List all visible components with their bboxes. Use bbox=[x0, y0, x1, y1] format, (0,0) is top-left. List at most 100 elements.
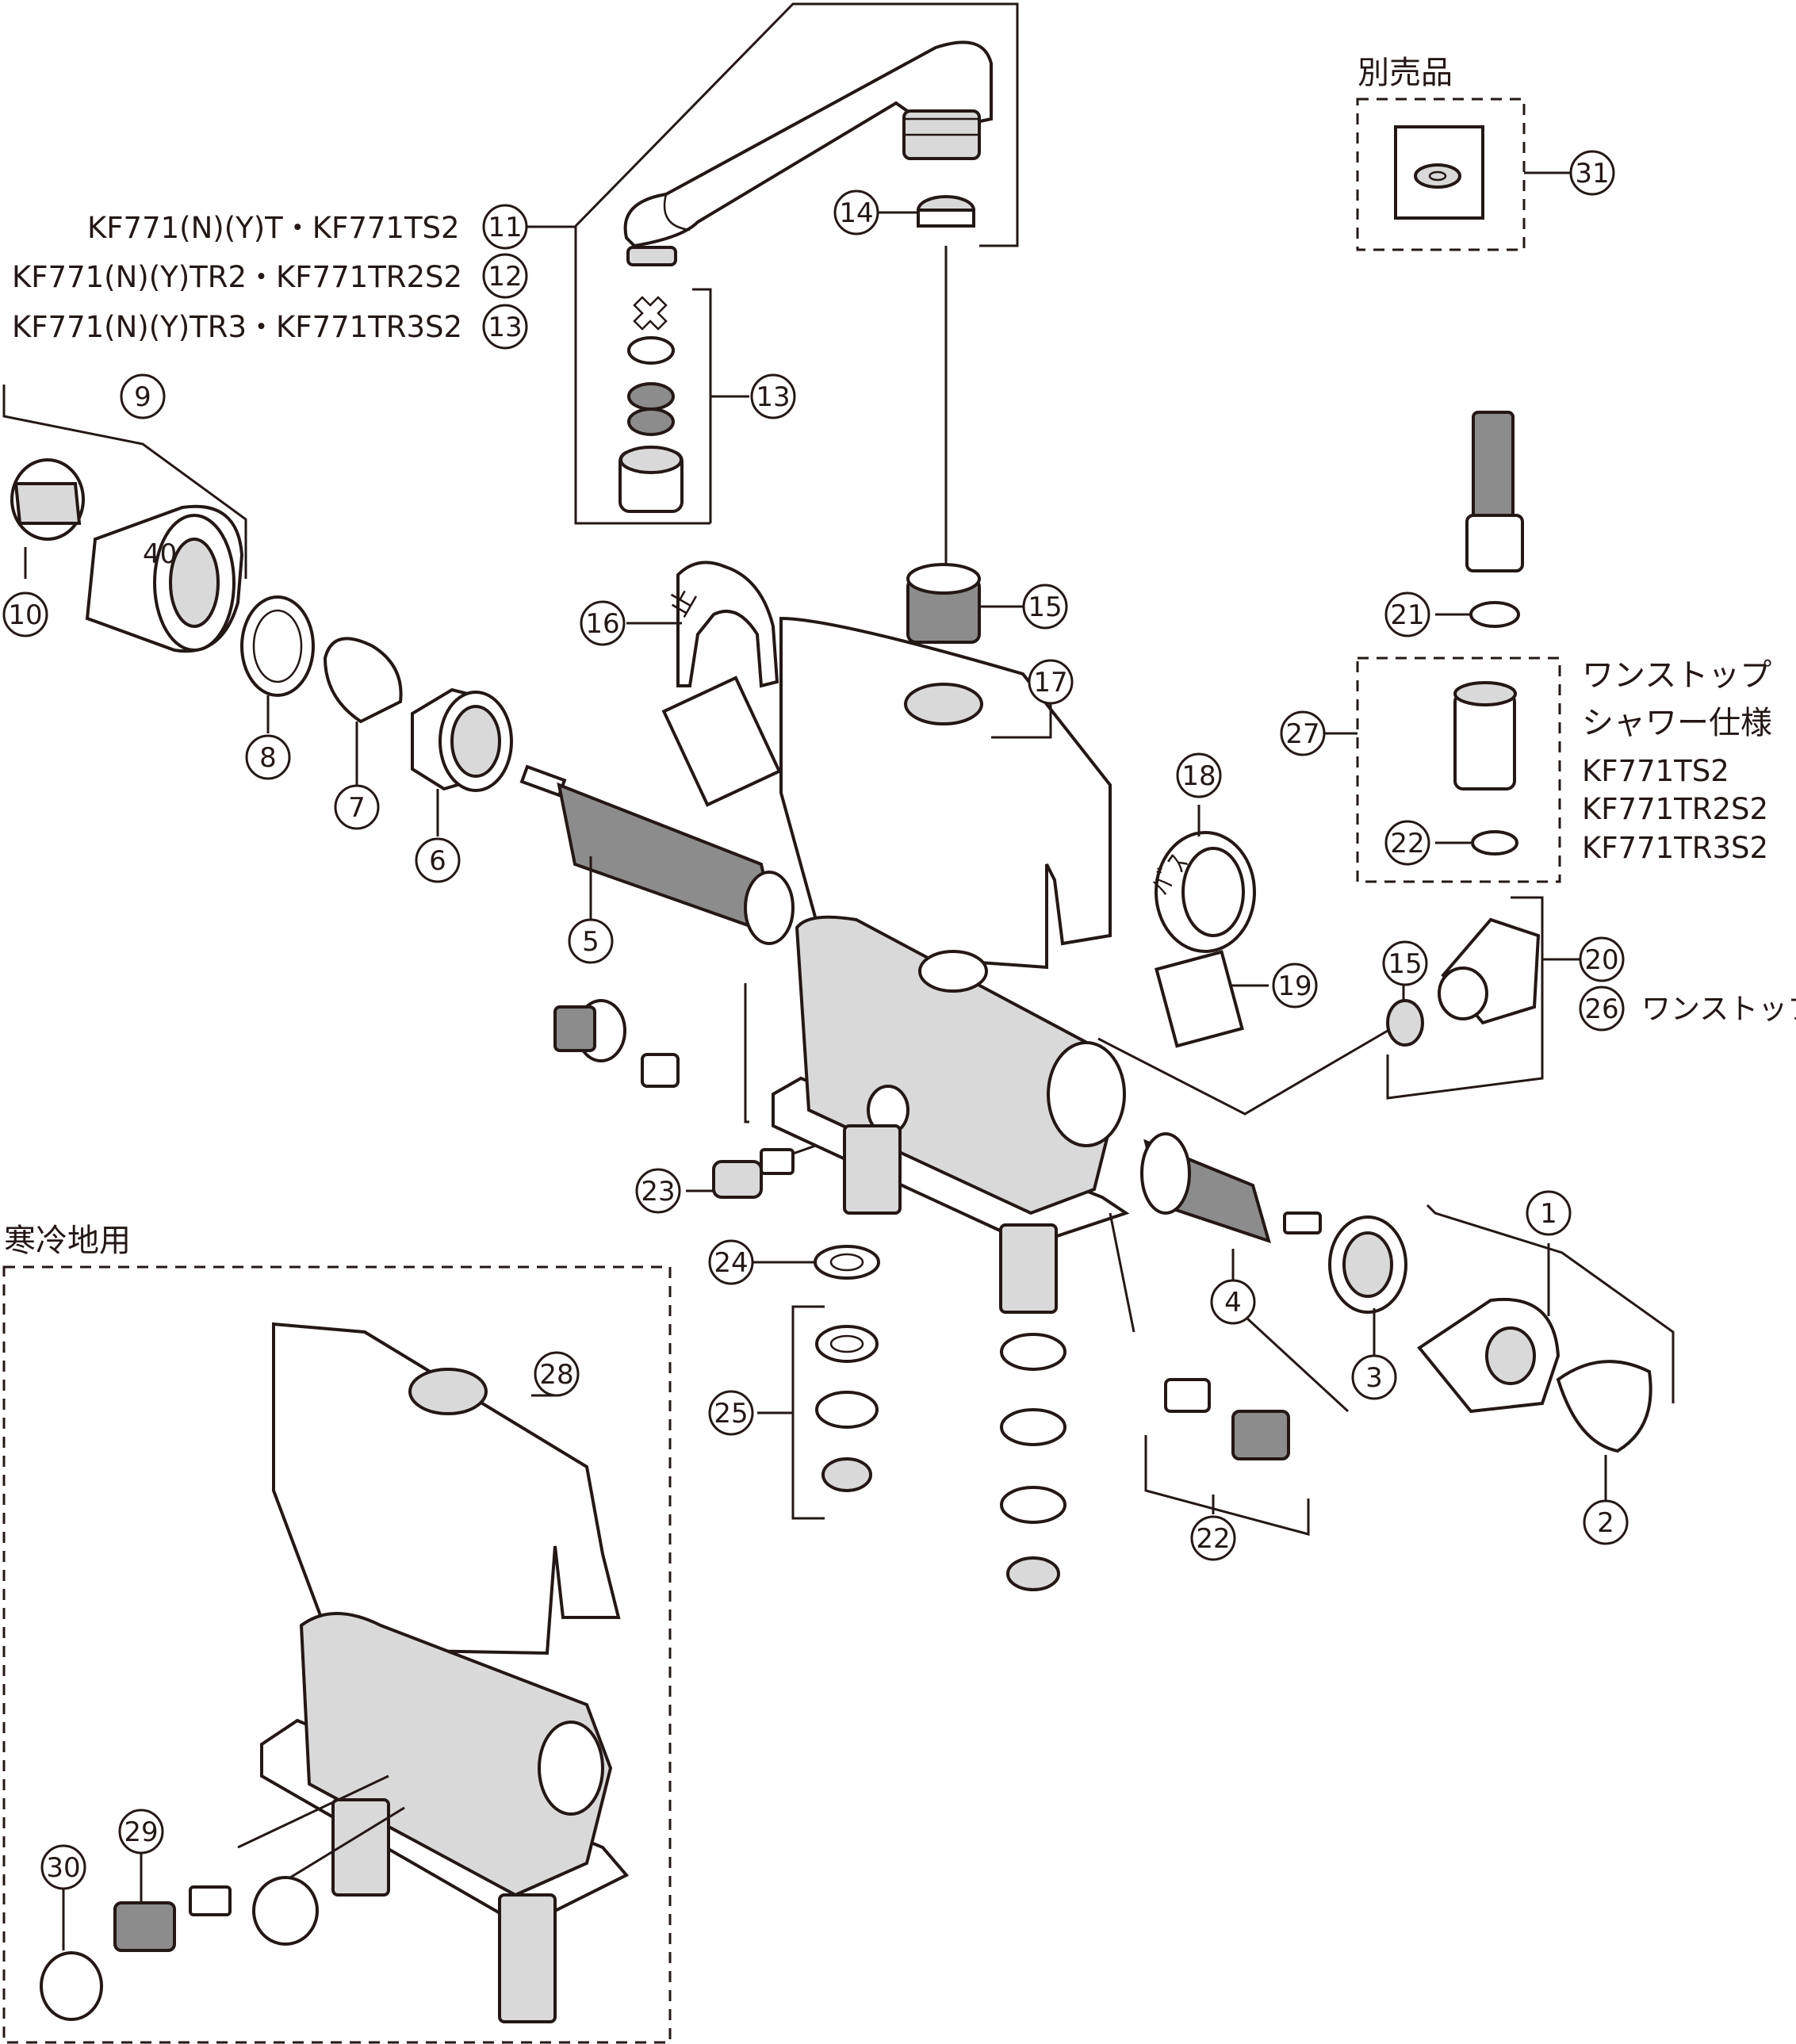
svg-text:12: 12 bbox=[488, 261, 522, 293]
callout-25: 24 bbox=[708, 1239, 754, 1285]
sold-separately-label: 別売品 bbox=[1358, 55, 1453, 91]
elbow-21 bbox=[1438, 917, 1541, 1025]
svg-text:24: 24 bbox=[714, 1247, 748, 1279]
callout-9: 9 bbox=[120, 373, 166, 419]
svg-text:6: 6 bbox=[429, 845, 446, 877]
nut-3 bbox=[1328, 1215, 1407, 1314]
spout-part bbox=[623, 40, 993, 266]
accessory-32 bbox=[1394, 125, 1484, 220]
callout-26: 25 bbox=[708, 1390, 754, 1436]
callout-31: 30 bbox=[40, 1844, 86, 1890]
callout-3: 3 bbox=[1351, 1354, 1397, 1400]
svg-text:31: 31 bbox=[1575, 158, 1609, 189]
callout-11: 11 bbox=[482, 204, 528, 250]
callout-14: 13 bbox=[750, 373, 796, 419]
washer-25 bbox=[814, 1245, 880, 1280]
mount-set-26 bbox=[815, 1325, 1066, 1591]
svg-text:4: 4 bbox=[1224, 1287, 1242, 1319]
cartridge-4 bbox=[1140, 1132, 1322, 1244]
callout-27: 26 bbox=[1579, 986, 1625, 1032]
nut-6 bbox=[411, 687, 513, 792]
o-ring-15-right bbox=[1386, 999, 1424, 1047]
callout-17: 16 bbox=[580, 600, 626, 646]
svg-text:11: 11 bbox=[488, 212, 522, 243]
callout-13: 13 bbox=[482, 304, 528, 350]
temp-knob-9: 40 bbox=[85, 504, 244, 653]
drain-parts bbox=[40, 1876, 319, 2021]
svg-text:28: 28 bbox=[539, 1359, 573, 1391]
callout-28: 27 bbox=[1280, 710, 1326, 756]
svg-text:2: 2 bbox=[1597, 1507, 1614, 1539]
cover-29 bbox=[272, 1322, 621, 1655]
one-stop-valve-28 bbox=[1453, 681, 1518, 855]
spout-model-12: KF771(N)(Y)TR2・KF771TR2S2 bbox=[12, 260, 462, 294]
spout-model-13: KF771(N)(Y)TR3・KF771TR3S2 bbox=[12, 310, 462, 344]
clip-7 bbox=[323, 637, 403, 724]
callout-32: 31 bbox=[1569, 150, 1615, 196]
svg-text:5: 5 bbox=[582, 926, 599, 958]
svg-text:22: 22 bbox=[1390, 828, 1424, 859]
callout-15-top: 14 bbox=[833, 189, 879, 235]
lever-2 bbox=[1556, 1360, 1652, 1453]
callout-20: 19 bbox=[1272, 963, 1318, 1009]
svg-text:19: 19 bbox=[1277, 970, 1312, 1002]
svg-text:23: 23 bbox=[641, 1176, 675, 1208]
cold-region-label: 寒冷地用 bbox=[4, 1223, 131, 1259]
svg-text:10: 10 bbox=[8, 599, 42, 631]
svg-text:13: 13 bbox=[488, 312, 522, 343]
callout-29: 28 bbox=[534, 1351, 580, 1397]
aerator-set bbox=[618, 296, 684, 513]
valve-body bbox=[772, 915, 1130, 1314]
one-stop-model-1: KF771TS2 bbox=[1582, 754, 1729, 788]
callout-10: 10 bbox=[2, 591, 48, 637]
check-valve-23 bbox=[1164, 1378, 1290, 1460]
one-stop-label-27: ワンストップ bbox=[1641, 992, 1796, 1026]
cold-valve-body bbox=[260, 1612, 630, 2023]
svg-text:15: 15 bbox=[1028, 591, 1062, 623]
callout-6: 6 bbox=[415, 837, 461, 883]
bracket-9 bbox=[2, 385, 247, 579]
callout-22-top: 21 bbox=[1384, 591, 1430, 637]
callout-30: 29 bbox=[118, 1809, 164, 1855]
svg-text:13: 13 bbox=[756, 381, 790, 413]
callout-4: 4 bbox=[1210, 1279, 1256, 1325]
svg-text:8: 8 bbox=[259, 742, 277, 774]
one-stop-title-2: シャワー仕様 bbox=[1582, 705, 1772, 741]
svg-text:17: 17 bbox=[1033, 667, 1067, 699]
callout-5: 5 bbox=[568, 918, 614, 964]
cold-region-box bbox=[2, 1265, 672, 2044]
one-stop-box bbox=[1356, 656, 1561, 883]
svg-text:27: 27 bbox=[1285, 718, 1319, 750]
valve-parts bbox=[553, 999, 795, 1199]
plate-20 bbox=[1155, 950, 1244, 1048]
callout-8: 8 bbox=[245, 734, 291, 780]
one-stop-title-1: ワンストップ bbox=[1582, 657, 1771, 694]
svg-text:29: 29 bbox=[124, 1816, 158, 1848]
cover-18 bbox=[661, 616, 1112, 970]
callout-24: 23 bbox=[635, 1168, 681, 1214]
spout-model-11: KF771(N)(Y)T・KF771TS2 bbox=[87, 211, 460, 245]
callout-1: 1 bbox=[1526, 1190, 1572, 1236]
callout-2: 2 bbox=[1583, 1499, 1629, 1545]
bracket-14 bbox=[574, 226, 710, 525]
ring-19: ﾊﾞｽ bbox=[1146, 831, 1256, 953]
sold-separately-box bbox=[1356, 98, 1526, 251]
callout-22-lower: 22 bbox=[1384, 820, 1430, 866]
connector-16 bbox=[906, 563, 981, 644]
svg-text:21: 21 bbox=[1390, 599, 1424, 631]
callout-16: 15 bbox=[1022, 584, 1068, 630]
bracket-11 bbox=[574, 2, 1019, 247]
svg-text:30: 30 bbox=[46, 1852, 80, 1884]
svg-text:22: 22 bbox=[1196, 1523, 1230, 1555]
callout-21: 20 bbox=[1579, 936, 1625, 982]
svg-text:15: 15 bbox=[1388, 948, 1422, 980]
svg-text:25: 25 bbox=[714, 1398, 748, 1430]
bracket-1 bbox=[1426, 1204, 1675, 1403]
svg-text:7: 7 bbox=[348, 792, 366, 824]
temp-scale: 40 bbox=[143, 538, 177, 570]
callout-12: 12 bbox=[482, 253, 528, 299]
hose-fitting bbox=[1465, 411, 1524, 628]
callout-19: 18 bbox=[1176, 752, 1222, 798]
one-stop-model-2: KF771TR2S2 bbox=[1582, 792, 1768, 826]
